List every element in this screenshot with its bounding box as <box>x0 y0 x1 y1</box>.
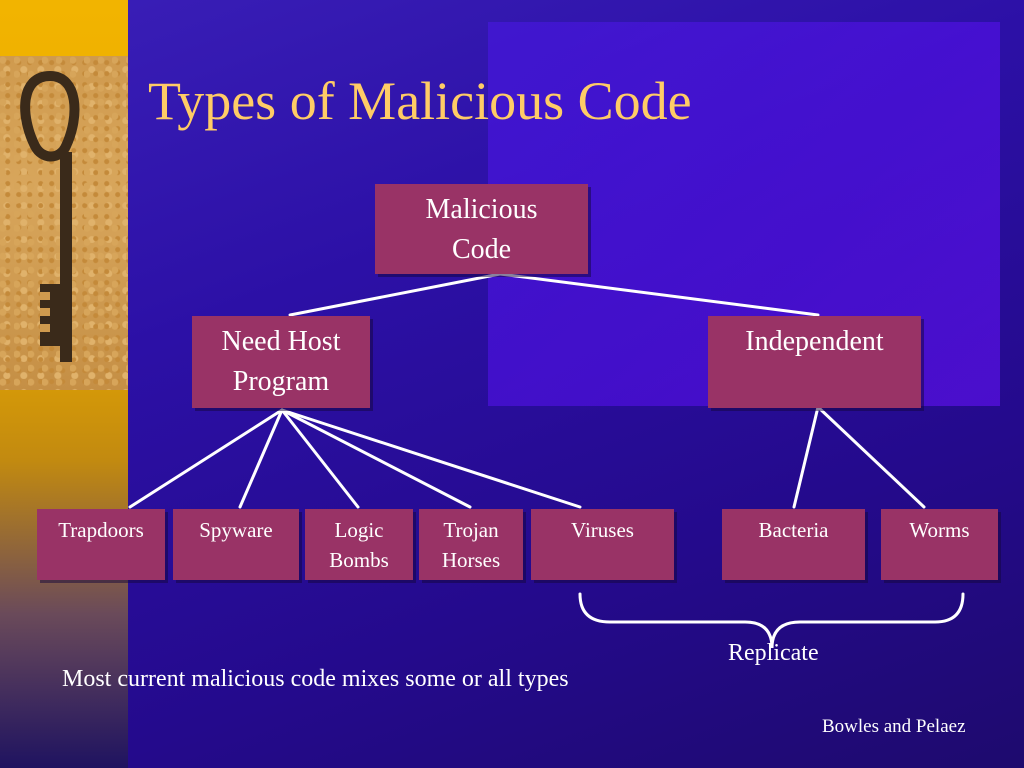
leaf-viruses: Viruses <box>531 509 674 580</box>
node-independent: Independent <box>708 316 921 408</box>
leaf-label-line1: Spyware <box>199 518 273 542</box>
leaf-label-line1: Logic <box>334 518 384 542</box>
leaf-label-line1: Viruses <box>571 518 634 542</box>
node-label-line2: Code <box>451 234 512 265</box>
leaf-label-line1: Trapdoors <box>58 518 144 542</box>
node-label-line2: Program <box>232 366 330 397</box>
leaf-label-line1: Bacteria <box>758 518 829 542</box>
leaf-logic-bombs: Logic Bombs <box>305 509 413 580</box>
leaf-label-line2: Horses <box>441 548 501 572</box>
leaf-trapdoors: Trapdoors <box>37 509 165 580</box>
node-label-line1: Malicious <box>425 194 538 225</box>
slide-title: Types of Malicious Code <box>148 71 692 131</box>
node-need-host-program: Need Host Program <box>192 316 370 408</box>
leaf-label-line2: Bombs <box>329 548 389 572</box>
leaf-label-line1: Trojan <box>443 518 499 542</box>
node-malicious-code: Malicious Code <box>375 184 588 274</box>
leaf-spyware: Spyware <box>173 509 299 580</box>
replicate-label: Replicate <box>728 640 819 666</box>
antique-key-icon <box>0 56 128 390</box>
leaf-worms: Worms <box>881 509 998 580</box>
node-label-line1: Need Host <box>221 326 341 357</box>
footnote: Most current malicious code mixes some o… <box>62 666 569 692</box>
leaf-bacteria: Bacteria <box>722 509 865 580</box>
leaf-label-line1: Worms <box>909 518 970 542</box>
node-label-line1: Independent <box>745 326 884 357</box>
credit: Bowles and Pelaez <box>822 716 966 737</box>
leaf-trojan-horses: Trojan Horses <box>419 509 523 580</box>
